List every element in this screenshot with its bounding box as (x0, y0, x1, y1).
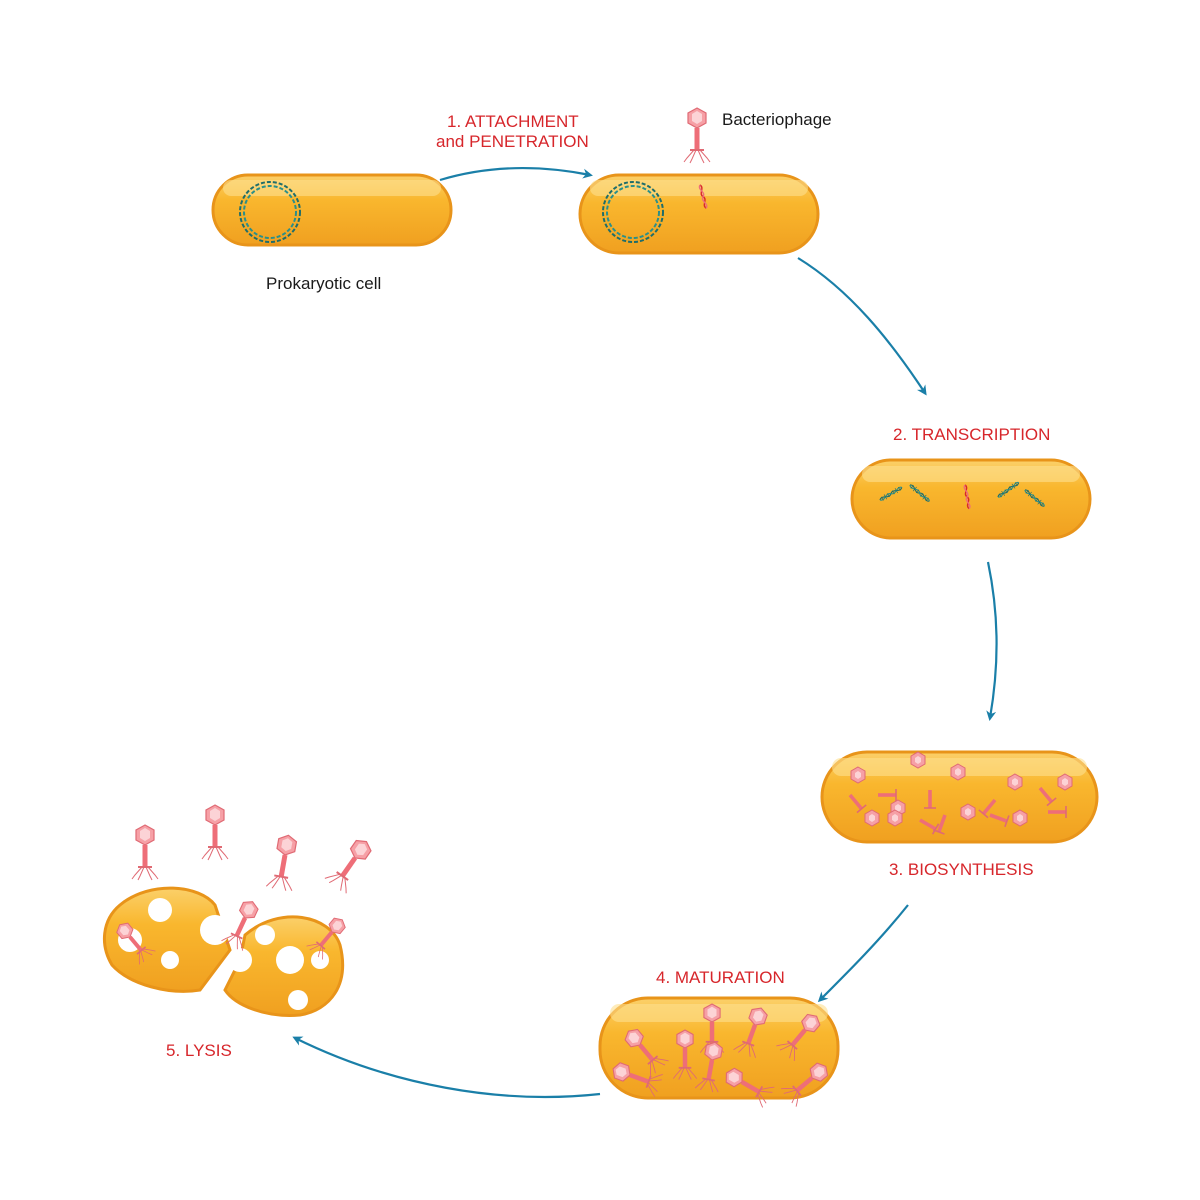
lysis-cell (102, 804, 379, 1017)
step3-label: 3. BIOSYNTHESIS (889, 860, 1034, 879)
biosynthesis-cell (820, 750, 1099, 844)
lysis-holes (118, 898, 329, 1010)
bacteriophage-icon (683, 107, 711, 164)
step4-label: 4. MATURATION (656, 968, 785, 987)
transcription-cell (850, 458, 1092, 540)
step1-label-line1: 1. ATTACHMENT (447, 112, 579, 131)
arrow-biosynthesis-to-maturation (817, 904, 909, 1003)
prokaryotic-cell-label: Prokaryotic cell (266, 274, 382, 293)
bacteriophage-label: Bacteriophage (722, 110, 832, 129)
arrow-maturation-to-lysis (292, 1036, 601, 1099)
step1-label-line2: and PENETRATION (436, 132, 589, 151)
arrow-1-to-attachment (439, 166, 593, 182)
prokaryotic-cell (211, 173, 453, 247)
attachment-cell (578, 173, 820, 255)
circular-dna (602, 181, 664, 243)
step2-label: 2. TRANSCRIPTION (893, 425, 1051, 444)
arrow-transcription-to-biosynthesis (986, 561, 998, 721)
arrow-attachment-to-transcription (797, 257, 927, 396)
step5-label: 5. LYSIS (166, 1041, 232, 1060)
circular-dna (239, 181, 301, 243)
maturation-cell (598, 996, 840, 1109)
